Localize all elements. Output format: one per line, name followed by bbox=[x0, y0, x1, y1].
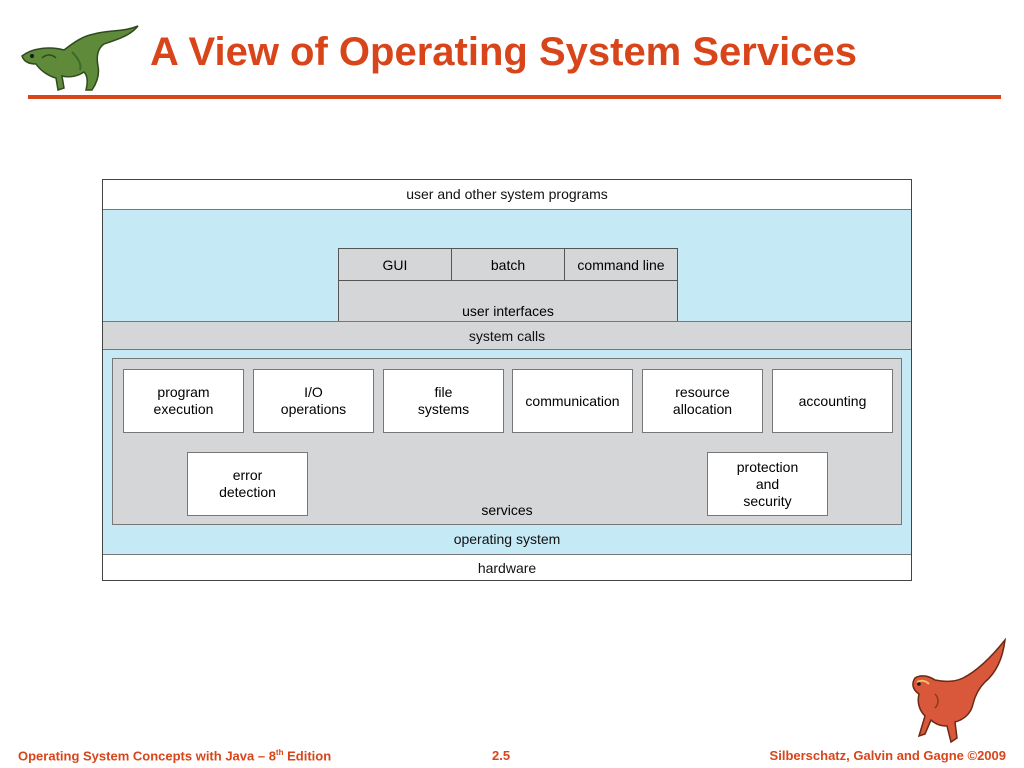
green-dinosaur-icon bbox=[21, 25, 139, 91]
system-calls-label: system calls bbox=[468, 328, 546, 344]
slide-title: A View of Operating System Services bbox=[150, 30, 857, 74]
service-file-systems: file systems bbox=[383, 369, 504, 433]
service-protection-security: protection and security bbox=[707, 452, 828, 516]
services-panel: program execution I/O operations file sy… bbox=[112, 358, 902, 525]
service-resource-allocation: resource allocation bbox=[642, 369, 763, 433]
system-calls-layer: system calls bbox=[103, 321, 911, 350]
os-services-diagram: user and other system programs GUI batch… bbox=[102, 179, 912, 581]
ui-mode-batch: batch bbox=[452, 249, 565, 281]
service-communication: communication bbox=[512, 369, 633, 433]
service-program-execution: program execution bbox=[123, 369, 244, 433]
hardware-label: hardware bbox=[477, 560, 537, 576]
user-interfaces-label: user interfaces bbox=[462, 303, 554, 319]
user-programs-layer: user and other system programs bbox=[103, 180, 911, 209]
ui-mode-command-line: command line bbox=[565, 249, 677, 281]
footer-book-title-sup: th bbox=[275, 748, 284, 757]
title-divider bbox=[28, 95, 1001, 99]
operating-system-layer: program execution I/O operations file sy… bbox=[103, 350, 911, 554]
user-interfaces-layer: GUI batch command line user interfaces bbox=[103, 209, 911, 340]
operating-system-label: operating system bbox=[453, 531, 561, 547]
user-programs-label: user and other system programs bbox=[406, 186, 608, 202]
service-error-detection: error detection bbox=[187, 452, 308, 516]
footer-copyright: Silberschatz, Galvin and Gagne ©2009 bbox=[769, 748, 1006, 763]
ui-mode-gui: GUI bbox=[339, 249, 452, 281]
red-dinosaur-icon bbox=[912, 638, 1007, 744]
footer-book-title-text: Operating System Concepts with Java – 8 bbox=[18, 748, 276, 764]
services-label: services bbox=[481, 502, 533, 518]
service-accounting: accounting bbox=[772, 369, 893, 433]
footer-page-number: 2.5 bbox=[492, 748, 511, 763]
footer-book-title: Operating System Concepts with Java – 8t… bbox=[18, 748, 331, 763]
hardware-layer: hardware bbox=[103, 554, 911, 580]
service-io-operations: I/O operations bbox=[253, 369, 374, 433]
footer-book-title-edition: Edition bbox=[283, 748, 332, 764]
